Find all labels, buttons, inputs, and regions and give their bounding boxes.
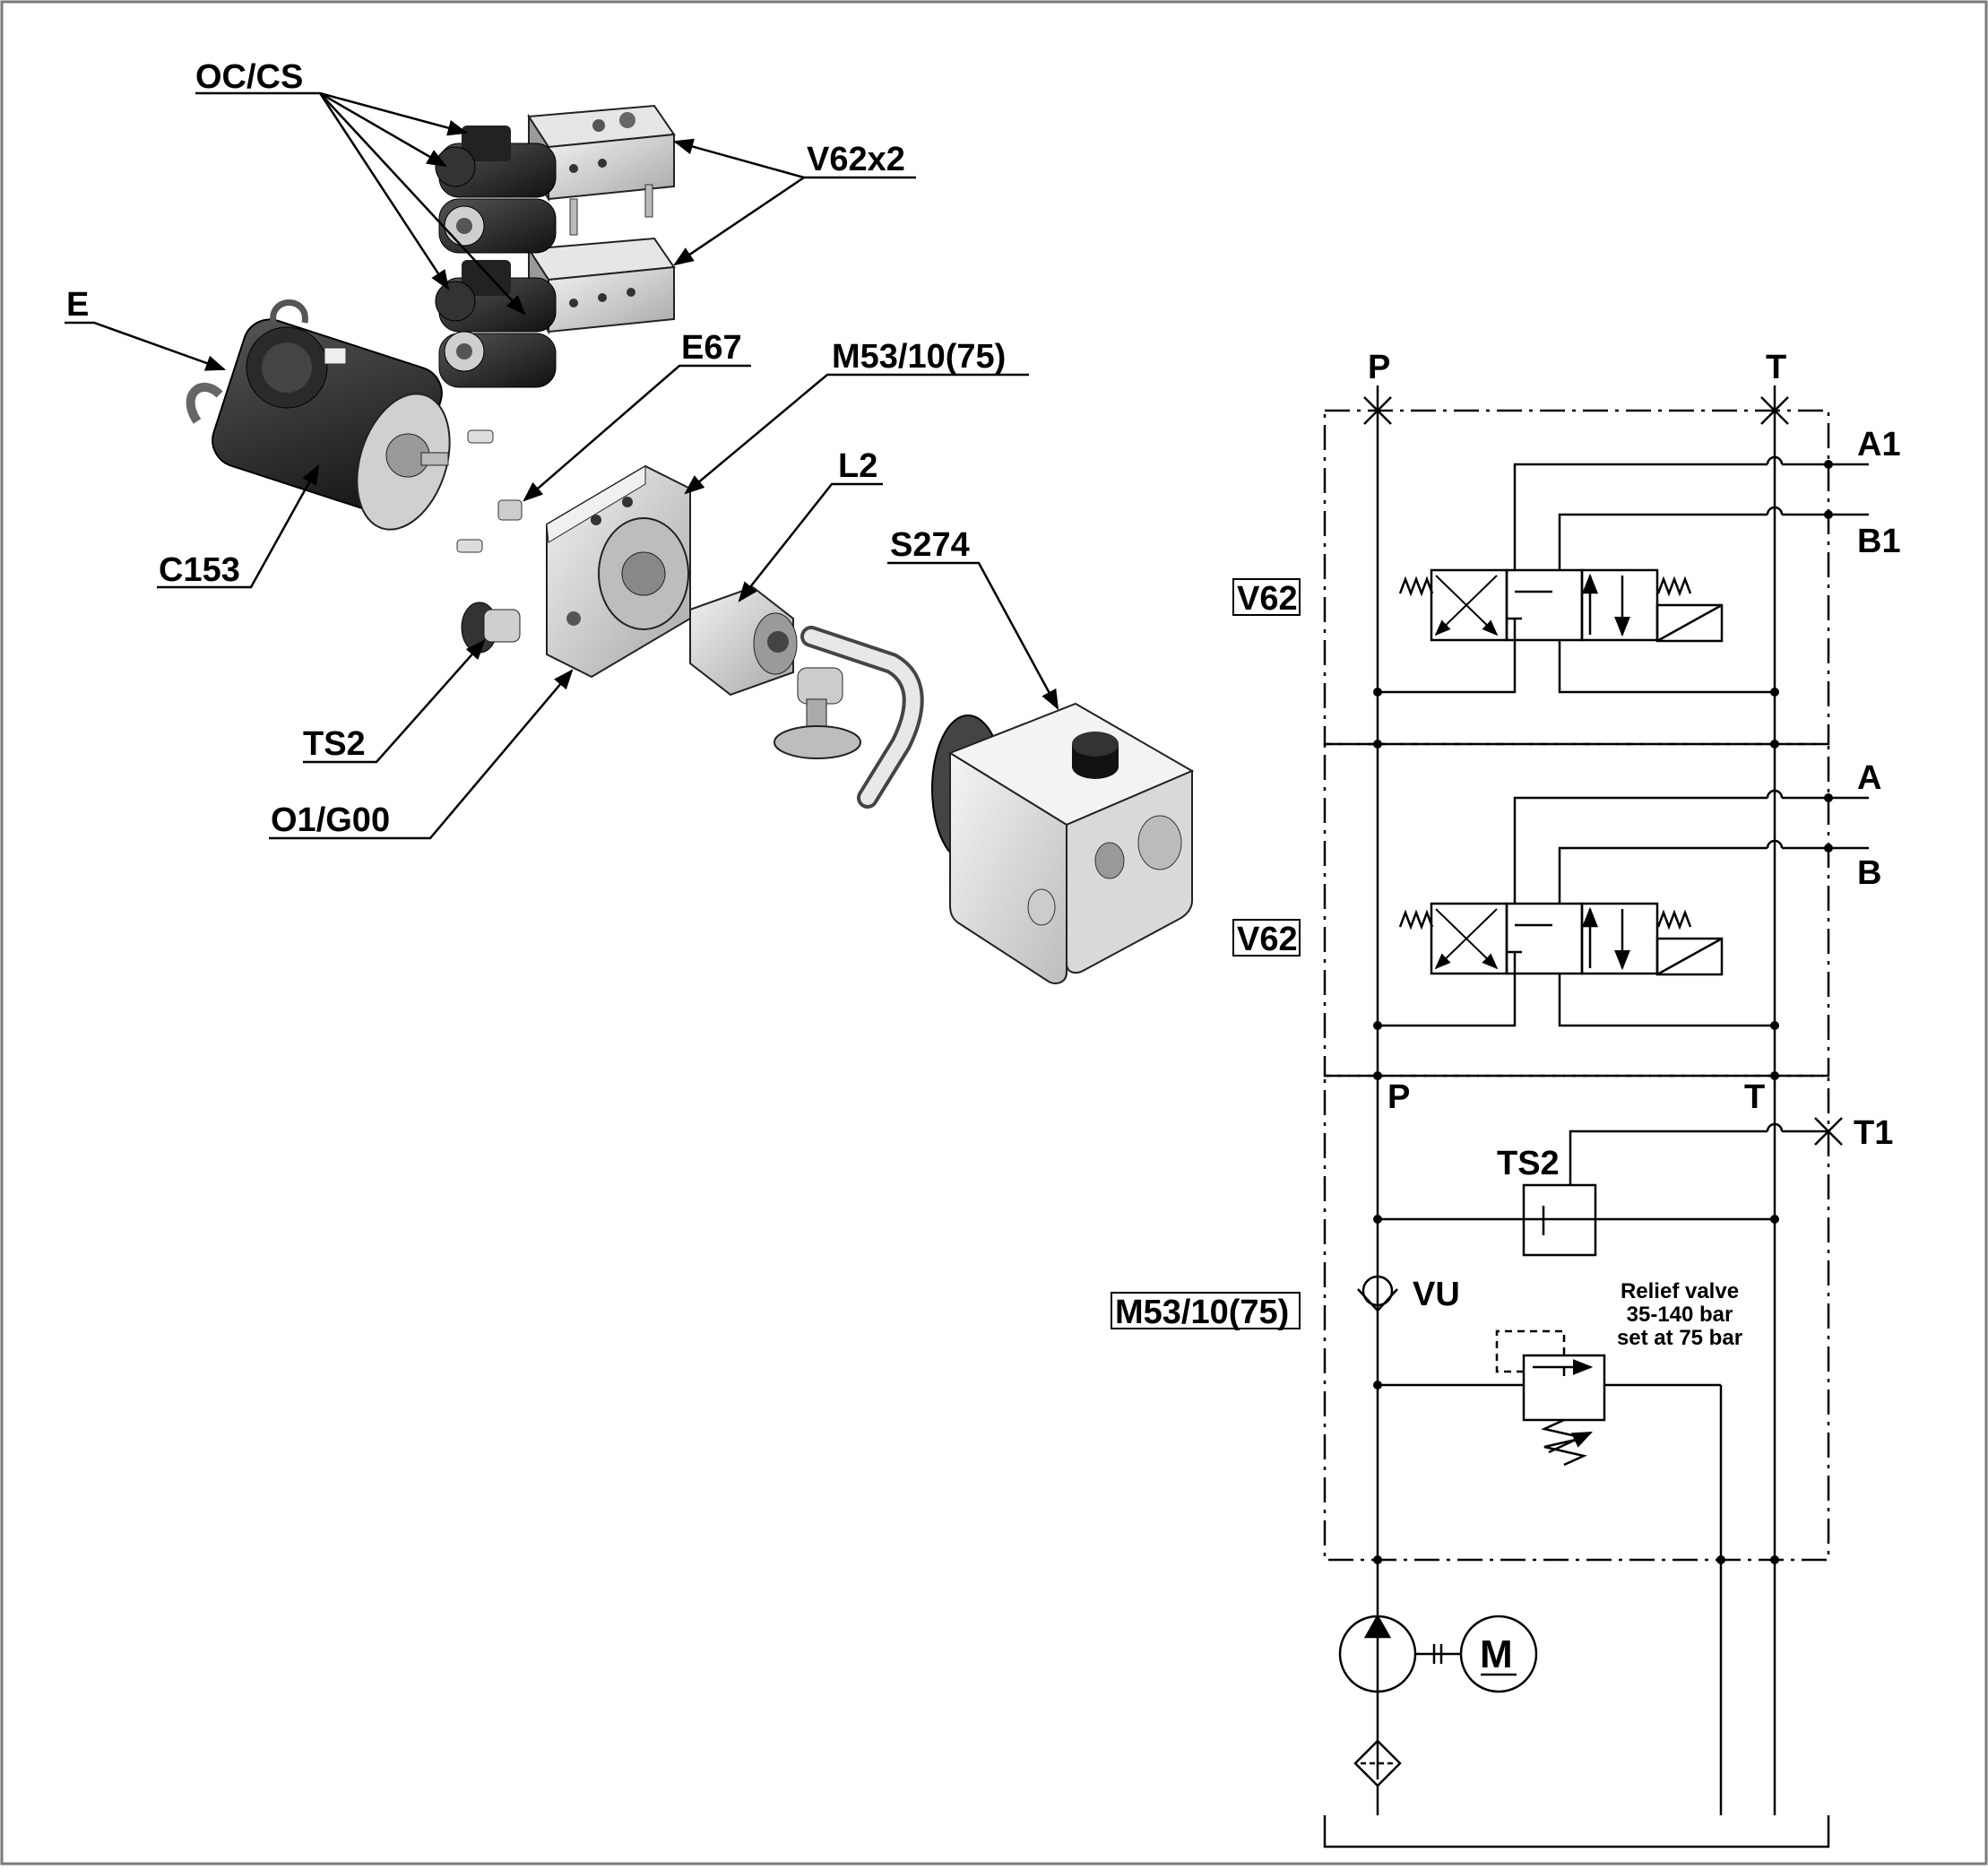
port-b: B: [1857, 854, 1881, 892]
callout-e67: E67: [681, 329, 742, 367]
oil-tank: [931, 702, 1195, 984]
callout-labels: OC/CS V62x2 E E67 M53/10(75) L2 S274 C15…: [66, 58, 1006, 839]
port-b1: B1: [1857, 523, 1901, 560]
pressure-switch-symbol: [1378, 1117, 1843, 1257]
relief-note-line2: 35-140 bar: [1627, 1303, 1733, 1327]
callout-e: E: [66, 286, 89, 324]
callout-ts2: TS2: [303, 725, 366, 763]
callout-l2: L2: [838, 447, 877, 485]
callout-leaders: [65, 91, 1059, 840]
port-a1: A1: [1857, 426, 1901, 463]
component-label-vu: VU: [1413, 1276, 1460, 1313]
check-valve-symbol: [1357, 1275, 1398, 1312]
central-block: [546, 464, 691, 679]
exploded-view: [186, 104, 1195, 984]
block-label-v62-upper: V62: [1237, 580, 1298, 618]
port-p-top: P: [1368, 349, 1390, 386]
junction-dots: [1373, 460, 1833, 1564]
callout-oc-cs: OC/CS: [195, 58, 303, 96]
relief-note-line3: set at 75 bar: [1617, 1326, 1742, 1350]
callout-c153: C153: [159, 551, 240, 589]
callout-s274: S274: [890, 526, 970, 564]
port-a: A: [1857, 759, 1881, 797]
callout-v62x2: V62x2: [807, 141, 905, 178]
block-label-m53: M53/10(75): [1115, 1294, 1289, 1331]
solenoid-coils: [435, 126, 557, 388]
schematic-labels: P T A1 B1 A B P T T1 V62 V62 M53/10(75) …: [1115, 349, 1901, 1676]
port-t-block: T: [1744, 1078, 1765, 1116]
electric-motor: [186, 299, 451, 531]
directional-valve-upper: [1378, 455, 1869, 694]
fixing-screws: [456, 429, 523, 553]
relief-note-line1: Relief valve: [1621, 1279, 1739, 1303]
block-label-v62-lower: V62: [1237, 921, 1298, 958]
hydraulic-schematic: [1111, 385, 1869, 1848]
port-t1: T1: [1854, 1114, 1893, 1152]
valve-body-upper: [527, 104, 676, 236]
relief-valve-symbol: [1378, 1329, 1721, 1467]
directional-valve-lower: [1378, 789, 1869, 1027]
component-label-ts2: TS2: [1497, 1145, 1560, 1182]
block-outlines: [1323, 409, 1830, 1562]
tank-symbol: [1323, 1815, 1830, 1848]
pressure-switch: [461, 602, 521, 654]
filter-symbol: [1353, 1739, 1402, 1815]
pump-motor-symbol: [1338, 1614, 1538, 1693]
callout-m53: M53/10(75): [832, 338, 1006, 376]
suction-tube: [774, 626, 924, 809]
motor-label: M: [1480, 1632, 1513, 1676]
port-t-top: T: [1766, 349, 1786, 386]
gear-pump: [689, 585, 798, 697]
callout-o1-g00: O1/G00: [271, 801, 390, 839]
port-p-block: P: [1387, 1078, 1410, 1116]
